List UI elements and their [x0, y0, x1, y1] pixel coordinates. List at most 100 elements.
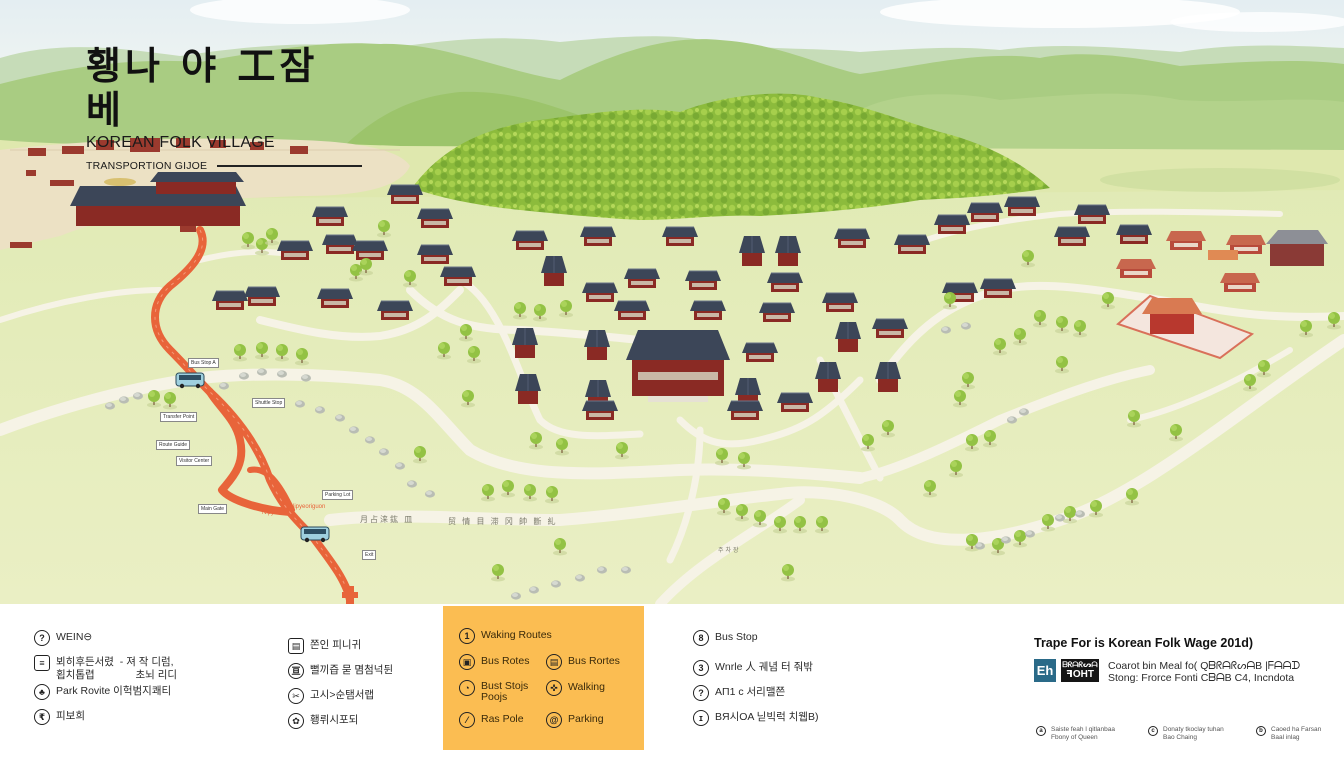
credit-line-2: Stong: Frorce Fonti CᗷᗩB C4, Incndota [1108, 672, 1295, 684]
footnote-label: Donaty tkoclay tuhan Bao Chaing [1163, 726, 1224, 741]
legend-label: 피보희 [56, 710, 85, 722]
legend-item[interactable]: ? AΠ1 ᴄ 서리맬쯘 [693, 685, 893, 710]
footnote-item: c Donaty tkoclay tuhan Bao Chaing [1148, 726, 1224, 742]
village-map[interactable]: 횅나 야 工잠 베 KOREAN FOLK VILLAGE TRANSPORTI… [0, 0, 1344, 604]
route-callout[interactable]: Shuttle Stop [252, 398, 286, 408]
legend-label: Bust Stojs Poojs [481, 680, 529, 703]
road-label: 주차장 [718, 548, 741, 554]
legend-label: 뵈히후든서렸 - 져 작 디럼, 횝치톱렵 초뇌 리디 [56, 656, 178, 681]
route-pole-icon: ⁄ [459, 712, 475, 728]
footnote-label: Caoed ha Farsan Baal inlag [1271, 726, 1322, 741]
route-text: Nipyeoriguon [290, 504, 326, 510]
legend-label: Bus Rotes [481, 655, 530, 667]
legend-item[interactable]: ₹ 피보희 [34, 709, 274, 734]
shop-icon: 亘 [288, 663, 304, 679]
legend-item[interactable]: ✂ 고시>순탬서랩 [288, 688, 438, 713]
help-icon: ? [693, 685, 709, 701]
legend-label: Park Rovite 이헉범지쾌티 [56, 685, 172, 697]
legend-item[interactable]: ≡ 뵈히후든서렸 - 져 작 디럼, 횝치톱렵 초뇌 리디 [34, 655, 274, 684]
legend-item[interactable]: 3 Wnrle 人 궤념 터 줘밖 [693, 660, 893, 685]
legend-item[interactable]: 1 Waking Routes [459, 628, 552, 654]
info-icon: ₹ [34, 709, 50, 725]
route-callout[interactable]: Parking Lot [322, 490, 354, 500]
route-callout[interactable]: Route Guide [156, 440, 191, 450]
font-badge-bottom: ꟻOHT [1066, 669, 1094, 680]
transport-legend-box: 1 Waking Routes ▣ Bus Rotes ▤ Bus Rortes… [443, 606, 644, 750]
legend-item[interactable]: ⁄ Ras Pole [459, 712, 524, 738]
map-illustration [0, 0, 1344, 604]
legend-item[interactable]: ▤ 쫀인 피니귀 [288, 638, 438, 663]
title-divider [217, 165, 362, 167]
legend-label: 뻘끼즙 묻 몀첨넉뒨 [310, 664, 394, 676]
footnote-item: b Caoed ha Farsan Baal inlag [1256, 726, 1321, 742]
legend-item[interactable]: ▤ Bus Rortes [546, 654, 620, 680]
legend-label: Ras Pole [481, 713, 524, 725]
legend-item[interactable]: ♣ Park Rovite 이헉범지쾌티 [34, 684, 274, 709]
route-text: Nipyeo [262, 510, 281, 516]
ticket-icon: ≡ [34, 655, 50, 671]
legend-label: Waking Routes [481, 629, 552, 641]
bus-route-alt-icon: ▤ [546, 654, 562, 670]
pin-icon: ? [34, 630, 50, 646]
legend-label: Bus Stop [715, 631, 758, 643]
footnote-label: Saiste feah l qitlanbaa Fbony of Queen [1051, 726, 1115, 741]
legend-item[interactable]: @ Parking [546, 712, 604, 738]
legend-item[interactable]: ? WEIN⊖ [34, 630, 274, 655]
park-icon: ♣ [34, 684, 50, 700]
legend-item[interactable]: 亘 뻘끼즙 묻 몀첨넉뒨 [288, 663, 438, 688]
bus-stop-icon: ◔ [459, 680, 475, 696]
bus-stop-number-icon: 8 [693, 630, 709, 646]
legend-item[interactable]: ▣ Bus Rotes [459, 654, 529, 680]
map-title-block: 횅나 야 工잠 베 KOREAN FOLK VILLAGE TRANSPORTI… [86, 44, 362, 172]
craft-icon: ✂ [288, 688, 304, 704]
legend-label: 횅뤼시포되 [310, 714, 359, 726]
walking-route-icon: 1 [459, 628, 475, 644]
bus-route-icon: ▣ [459, 654, 475, 670]
title-korean: 횅나 야 工잠 베 [86, 44, 319, 132]
legend-label: AΠ1 ᴄ 서리맬쯘 [715, 686, 786, 698]
legend-label: Walking [568, 681, 605, 693]
legend-item[interactable]: ɪ BЯ시OA 닏빅럭 치웹B) [693, 710, 893, 735]
legend-column-1: ? WEIN⊖ ≡ 뵈히후든서렸 - 져 작 디럼, 횝치톱렵 초뇌 리디 ♣ … [34, 630, 274, 734]
legend-column-2: ▤ 쫀인 피니귀 亘 뻘끼즙 묻 몀첨넉뒨 ✂ 고시>순탬서랩 ✿ 횅뤼시포되 [288, 638, 438, 738]
footnote-item: a Saiste feah l qitlanbaa Fbony of Queen [1036, 726, 1115, 742]
stop-3-icon: 3 [693, 660, 709, 676]
legend-column-3: 8 Bus Stop 3 Wnrle 人 궤념 터 줘밖 ? AΠ1 ᴄ 서리맬… [693, 630, 893, 735]
legend-item[interactable]: ✜ Walking [546, 680, 605, 706]
title-english: KOREAN FOLK VILLAGE [86, 134, 275, 151]
footnote-c-icon: c [1148, 726, 1158, 736]
credits-title: Trape For is Korean Folk Wage 201d) [1034, 636, 1254, 650]
credit-line-1: Coarot bin Meal fo( QᗷᖇᗩᖇᔕᗩB |ᖴᗩᗩᗪ [1108, 660, 1301, 672]
route-callout[interactable]: Bus Stop A [188, 358, 219, 368]
route-callout[interactable]: Exit [362, 550, 377, 560]
legend-label: Bus Rortes [568, 655, 620, 667]
route-callout[interactable]: Transfer Point [160, 412, 198, 422]
food-icon: ▤ [288, 638, 304, 654]
legend-item[interactable]: 8 Bus Stop [693, 630, 893, 660]
legend-label: 쫀인 피니귀 [310, 639, 362, 651]
subtitle: TRANSPORTION GIJOE [86, 160, 208, 172]
walking-icon: ✜ [546, 680, 562, 696]
route-callout[interactable]: Visitor Center [176, 456, 213, 466]
flower-icon: ✿ [288, 713, 304, 729]
route-callout[interactable]: Main Gate [198, 504, 228, 514]
legend-label: BЯ시OA 닏빅럭 치웹B) [715, 711, 819, 723]
font-badge-top: ᗷᖇᗩᖇᔕᗩ [1062, 660, 1098, 669]
legend-label: WEIN⊖ [56, 631, 93, 643]
font-badge-icon: ᗷᖇᗩᖇᔕᗩ ꟻOHT [1061, 659, 1099, 682]
road-label: 月占涞鈜 皿 [360, 515, 415, 524]
legend-label: Parking [568, 713, 604, 725]
footnote-b-icon: b [1256, 726, 1266, 736]
legend-label: 고시>순탬서랩 [310, 689, 375, 701]
legend-label: Wnrle 人 궤념 터 줘밖 [715, 661, 813, 673]
stop-1-icon: ɪ [693, 710, 709, 726]
footnote-a-icon: a [1036, 726, 1046, 736]
road-label: 贸 情 目 滞 冈 帥 斷 糺 [448, 517, 558, 526]
legend-item[interactable]: ◔ Bust Stojs Poojs [459, 680, 528, 710]
parking-icon: @ [546, 712, 562, 728]
language-badge-icon[interactable]: Eh [1034, 659, 1056, 682]
legend-item[interactable]: ✿ 횅뤼시포되 [288, 713, 438, 738]
legend-panel: ? WEIN⊖ ≡ 뵈히후든서렸 - 져 작 디럼, 횝치톱렵 초뇌 리디 ♣ … [0, 604, 1344, 768]
credit-lines: Coarot bin Meal fo( QᗷᖇᗩᖇᔕᗩB |ᖴᗩᗩᗪ Stong… [1108, 660, 1300, 684]
subtitle-row: TRANSPORTION GIJOE [86, 160, 362, 172]
